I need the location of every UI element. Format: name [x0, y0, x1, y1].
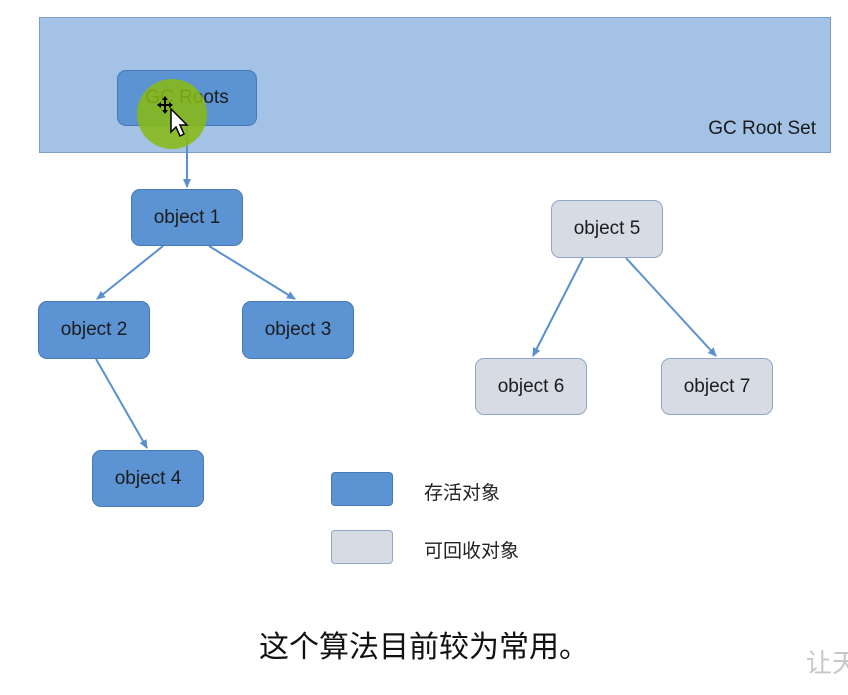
edge-object1-object3	[208, 245, 296, 300]
object-4-node: object 4	[92, 450, 204, 507]
object-7-node: object 7	[661, 358, 773, 415]
object-4-label: object 4	[114, 467, 182, 489]
legend-collectible-swatch	[331, 530, 393, 564]
edge-object5-object7	[625, 257, 717, 357]
legend-collectible-label: 可回收对象	[424, 540, 520, 562]
object-2-node: object 2	[38, 301, 150, 359]
object-3-node: object 3	[242, 301, 354, 359]
legend-alive-swatch	[331, 472, 393, 506]
gc-root-set-label: GC Root Set	[708, 118, 816, 139]
edge-object1-object2	[96, 245, 164, 300]
object-1-node: object 1	[131, 189, 243, 246]
object-5-node: object 5	[551, 200, 663, 258]
edge-object5-object6	[532, 257, 584, 357]
object-6-label: object 6	[497, 375, 565, 397]
object-6-node: object 6	[475, 358, 587, 415]
move-cursor-icon	[157, 96, 189, 138]
object-1-label: object 1	[153, 206, 221, 228]
watermark: 让天	[806, 649, 848, 679]
edge-object2-object4	[95, 358, 148, 449]
object-5-label: object 5	[573, 218, 641, 239]
object-2-label: object 2	[60, 319, 128, 340]
caption: 这个算法目前较为常用。	[259, 630, 589, 665]
object-3-label: object 3	[264, 319, 332, 340]
legend-alive-label: 存活对象	[424, 482, 501, 504]
object-7-label: object 7	[683, 375, 751, 397]
